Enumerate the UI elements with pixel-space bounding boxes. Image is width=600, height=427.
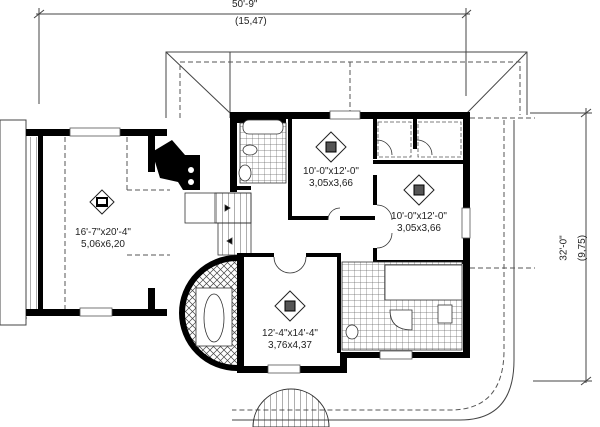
family-room-walls [26, 129, 167, 316]
bath-bay [179, 255, 238, 371]
upper-bathroom [238, 119, 287, 184]
family-room-windows [69, 127, 121, 317]
windows [267, 110, 471, 374]
bed-3-icon [403, 174, 435, 206]
bedroom-3-size-imperial: 10'-0"x12'-0" [391, 211, 447, 222]
bedroom-3-size-metric: 3,05x3,66 [397, 223, 441, 234]
bedroom-2-label: 10'-0"x12'-0" 3,05x3,66 [298, 166, 364, 190]
depth-dimension-line [530, 108, 592, 386]
roof-outline [165, 51, 528, 421]
family-room-size-imperial: 16'-7"x20'-4" [75, 227, 131, 238]
fireplace [152, 140, 200, 190]
bed-2-icon [315, 131, 347, 163]
door-swings [273, 139, 433, 274]
master-bedroom-size-metric: 3,76x4,37 [268, 340, 312, 351]
depth-metric-label: (9,75) [577, 234, 589, 262]
family-room-label: 16'-7"x20'-4" 5,06x6,20 [72, 227, 134, 251]
bedroom-3-label: 10'-0"x12'-0" 3,05x3,66 [385, 211, 453, 235]
bedroom-2-size-imperial: 10'-0"x12'-0" [303, 166, 359, 177]
depth-imperial-label: 32'-0" [558, 235, 570, 261]
roof-overhang-dashed [13, 61, 535, 411]
width-imperial-label: 50'-9" [232, 0, 258, 10]
width-metric-label: (15,47) [235, 16, 267, 27]
entry-arch [252, 388, 330, 427]
master-bedroom-size-imperial: 12'-4"x14'-4" [262, 328, 318, 339]
ensuite-bath [341, 261, 463, 351]
tv-icon [89, 189, 115, 215]
bedroom-2-size-metric: 3,05x3,66 [309, 178, 353, 189]
staircase [184, 192, 252, 256]
left-deck [0, 119, 40, 326]
bed-1-icon [274, 290, 306, 322]
master-bedroom-label: 12'-4"x14'-4" 3,76x4,37 [256, 328, 324, 352]
family-room-size-metric: 5,06x6,20 [81, 239, 125, 250]
